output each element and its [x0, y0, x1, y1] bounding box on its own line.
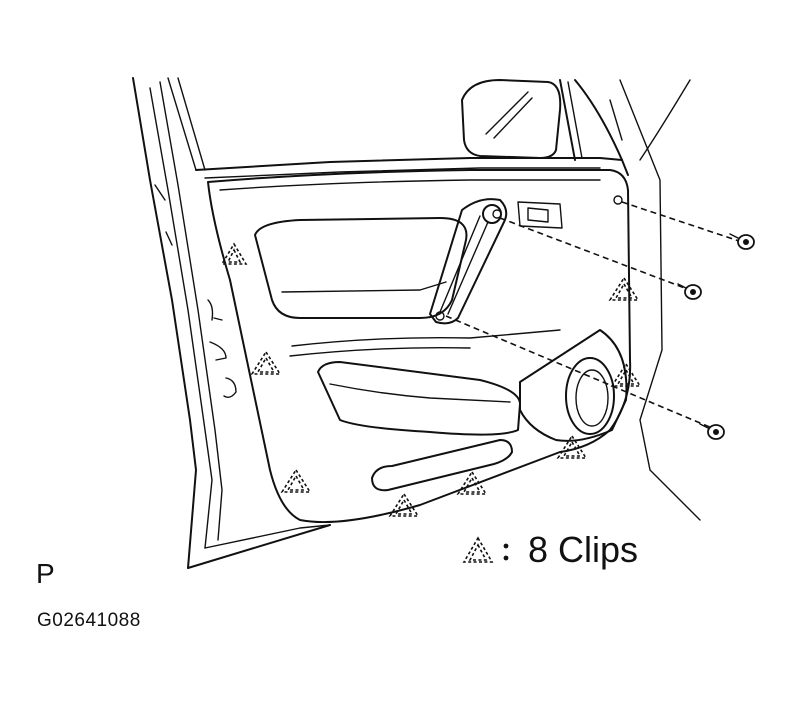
door-trim-panel — [207, 169, 632, 524]
screw-bottom — [699, 423, 725, 440]
screw-leader-lines — [445, 201, 743, 429]
clip-marker — [388, 492, 420, 517]
speaker-grille — [519, 329, 628, 442]
armrest-pocket — [254, 217, 561, 357]
lower-map-pocket — [317, 361, 521, 436]
clip-marker — [610, 362, 642, 387]
side-mirror — [461, 79, 562, 159]
window-belt-line — [195, 79, 701, 521]
clip-marker — [608, 276, 640, 301]
clip-marker — [556, 434, 588, 459]
inside-door-handle — [429, 198, 508, 325]
screw-holes — [435, 195, 623, 321]
figure-code: G02641088 — [37, 610, 141, 631]
screw-middle — [677, 283, 702, 300]
screw-top — [729, 233, 755, 250]
door-frame — [132, 77, 331, 569]
view-letter: P — [36, 558, 55, 589]
clips-legend-label: 8 Clips — [528, 529, 639, 570]
clip-marker — [280, 468, 312, 493]
reflector-strip — [371, 439, 513, 492]
clip-marker — [220, 242, 248, 265]
clip-marker — [250, 350, 282, 375]
clip-marker — [456, 470, 488, 495]
power-window-switch — [517, 201, 563, 229]
clip-triangle-icon — [462, 536, 509, 563]
